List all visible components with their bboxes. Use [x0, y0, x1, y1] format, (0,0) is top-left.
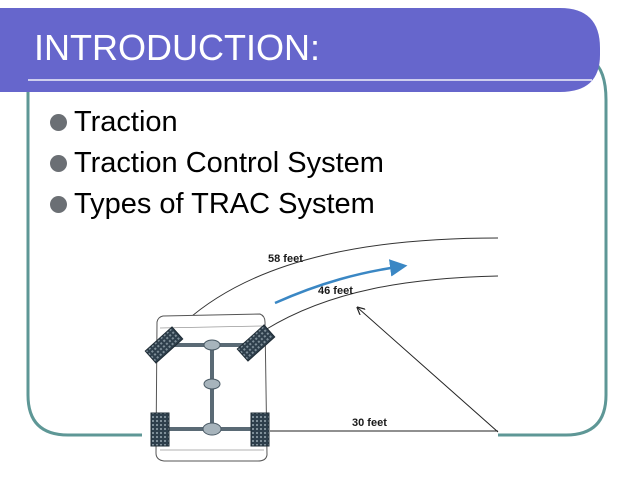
- label-58-feet: 58 feet: [268, 253, 303, 265]
- vehicle: [144, 313, 276, 462]
- bullet-item-traction: Traction: [50, 102, 384, 143]
- bullet-dot-icon: [50, 196, 67, 213]
- label-46-feet: 46 feet: [318, 285, 353, 297]
- bullet-text: Types of TRAC System: [74, 188, 375, 220]
- inner-path-arc: [264, 275, 499, 331]
- radius-line: [358, 308, 499, 433]
- frame-border-right: [498, 58, 608, 437]
- rear-right-wheel: [250, 412, 270, 447]
- bullet-dot-icon: [50, 155, 67, 172]
- bullet-list: Traction Traction Control System Types o…: [50, 102, 384, 225]
- bullet-text: Traction Control System: [74, 147, 384, 179]
- rear-differential: [202, 422, 222, 436]
- front-right-wheel: [236, 324, 276, 362]
- label-30-feet: 30 feet: [352, 417, 387, 429]
- front-left-wheel: [144, 326, 184, 364]
- outer-path-arc: [184, 237, 499, 323]
- bullet-item-traction-control-system: Traction Control System: [50, 143, 384, 184]
- front-differential: [203, 339, 221, 351]
- bullet-dot-icon: [50, 114, 67, 131]
- frame-border: [26, 70, 142, 437]
- rear-left-wheel: [150, 412, 170, 447]
- slide-title: INTRODUCTION:: [34, 27, 320, 68]
- bullet-item-types-of-trac: Types of TRAC System: [50, 184, 384, 225]
- bullet-text: Traction: [74, 106, 178, 138]
- center-joint: [203, 378, 221, 390]
- title-bar: [0, 8, 600, 92]
- direction-arrow: [274, 259, 408, 305]
